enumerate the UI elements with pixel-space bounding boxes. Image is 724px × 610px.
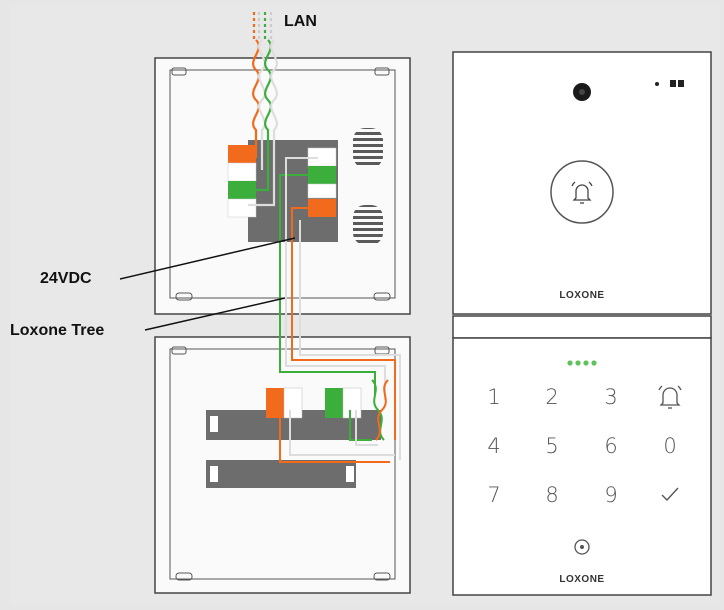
tree-terminal-green	[308, 166, 336, 184]
key-5[interactable]: 5	[545, 434, 558, 458]
keypad-brand: LOXONE	[559, 574, 604, 585]
power-terminal-orange	[308, 199, 336, 217]
tree-and-power-wires	[279, 157, 401, 463]
lan-terminal-orange	[228, 145, 256, 163]
vent-upper	[353, 128, 383, 168]
key-1[interactable]: 1	[487, 385, 500, 409]
bottom-terminal-green	[325, 388, 343, 418]
key-4[interactable]: 4	[487, 434, 500, 458]
intercom-panel: LOXONE	[452, 51, 712, 315]
key-6[interactable]: 6	[604, 434, 617, 458]
key-2[interactable]: 2	[545, 385, 558, 409]
key-8[interactable]: 8	[545, 483, 558, 507]
lan-label: LAN	[284, 13, 317, 30]
keypad-led-indicator	[567, 360, 597, 366]
bell-icon	[571, 181, 593, 204]
tree-label: Loxone Tree	[10, 322, 104, 339]
keypad-bell-icon[interactable]	[658, 385, 682, 409]
vdc-pointer-line	[119, 237, 296, 280]
doorbell-button[interactable]	[550, 160, 614, 224]
panel-divider	[452, 315, 712, 339]
vent-lower	[353, 205, 383, 245]
key-9[interactable]: 9	[604, 483, 617, 507]
top-mounting-box	[154, 57, 411, 315]
key-0[interactable]: 0	[663, 434, 676, 458]
nfc-reader-icon	[574, 539, 590, 555]
status-led	[655, 82, 659, 86]
vdc-label: 24VDC	[40, 270, 92, 287]
lan-cable	[248, 12, 278, 207]
tree-pointer-line	[144, 297, 286, 331]
bottom-terminal-orange	[266, 388, 284, 418]
bottom-terminal-block	[206, 387, 381, 488]
key-3[interactable]: 3	[604, 385, 617, 409]
check-icon[interactable]	[661, 487, 679, 502]
key-7[interactable]: 7	[487, 483, 500, 507]
lan-terminal-green	[228, 181, 256, 199]
intercom-brand: LOXONE	[559, 290, 604, 301]
keypad-panel: 1 2 3 4 5 6 0 7 8 9 LOXONE	[452, 337, 712, 596]
